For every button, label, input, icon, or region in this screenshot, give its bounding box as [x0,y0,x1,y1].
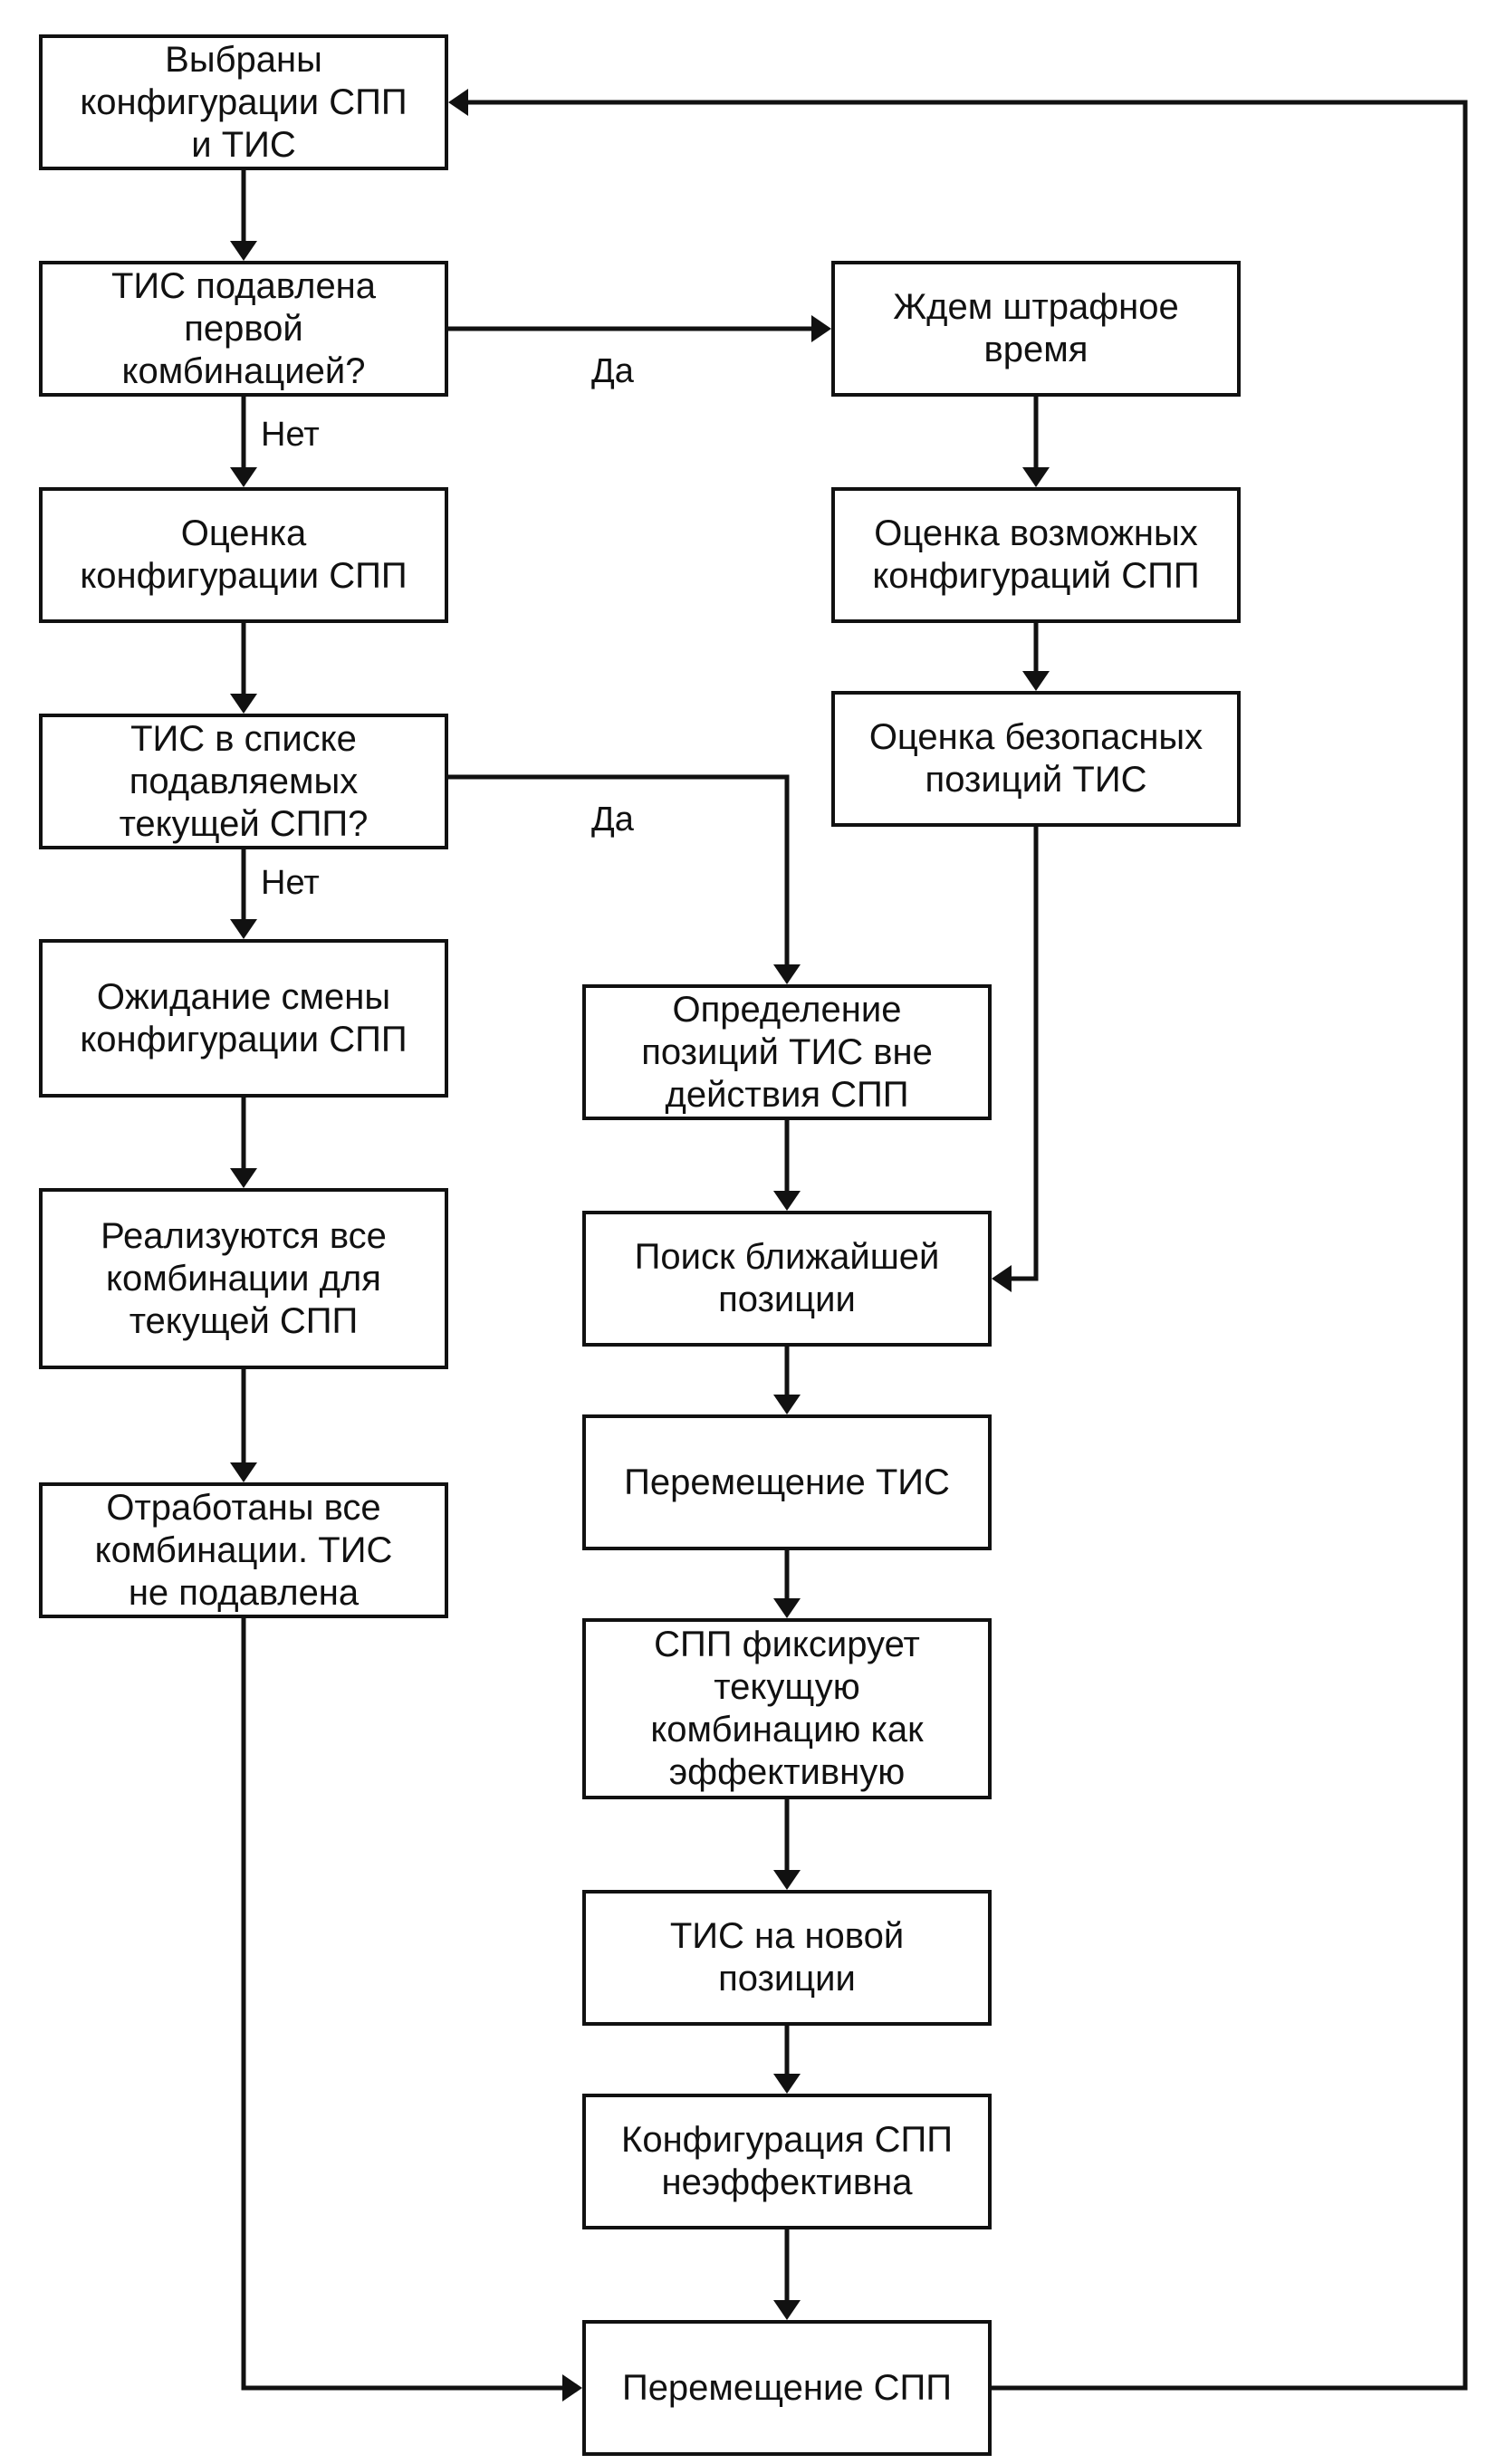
node-move-tis: Перемещение ТИС [582,1414,992,1550]
edge-r3-m2-arrowhead [992,1265,1012,1292]
edge-n1-n2-arrowhead [230,241,257,261]
edge-r3-m2-line [1012,827,1039,1281]
node-move-spp: Перемещение СПП [582,2320,992,2456]
edge-n5-n6-arrowhead [230,1168,257,1188]
node-find-nearest: Поиск ближайшей позиции [582,1211,992,1347]
node-wait-config-change: Ожидание смены конфигурации СПП [39,939,448,1098]
edge-m7-n1-line [468,100,1468,2391]
edge-n7-m7-line [241,1618,562,2391]
node-determine-positions: Определение позиций ТИС вне действия СПП [582,984,992,1120]
node-suppressed-first-combination: ТИС подавлена первой комбинацией? [39,261,448,397]
node-selected-configs: Выбраны конфигурации СПП и ТИС [39,34,448,170]
edge-n4-m1-arrowhead [773,964,801,984]
node-assess-config: Оценка конфигурации СПП [39,487,448,623]
label-yes-1: Да [591,352,634,390]
edge-n2-n3-arrowhead [230,467,257,487]
node-assess-safe-positions: Оценка безопасных позиций ТИС [831,691,1241,827]
edge-n2-r1-arrowhead [811,315,831,342]
node-wait-penalty: Ждем штрафное время [831,261,1241,397]
edge-m7-n1-arrowhead [448,89,468,116]
edge-r1-r2-arrowhead [1022,467,1050,487]
label-yes-2: Да [591,801,634,839]
edge-m2-m3-arrowhead [773,1395,801,1414]
node-spp-fixes-combination: СПП фиксирует текущую комбинацию как эфф… [582,1618,992,1799]
edge-n6-n7-arrowhead [230,1462,257,1482]
edge-n4-n5-arrowhead [230,919,257,939]
node-in-suppression-list: ТИС в списке подавляемых текущей СПП? [39,714,448,849]
node-tis-new-position: ТИС на новой позиции [582,1890,992,2026]
edge-m6-m7-arrowhead [773,2300,801,2320]
edge-m3-m4-arrowhead [773,1598,801,1618]
edge-n4-m1-line [448,774,790,964]
node-combinations-exhausted: Отработаны все комбинации. ТИС не подавл… [39,1482,448,1618]
node-assess-possible-configs: Оценка возможных конфигураций СПП [831,487,1241,623]
edge-m4-m5-arrowhead [773,1870,801,1890]
label-no-1: Нет [261,416,320,454]
node-config-ineffective: Конфигурация СПП неэффективна [582,2094,992,2229]
edge-r2-r3-arrowhead [1022,671,1050,691]
node-all-combinations: Реализуются все комбинации для текущей С… [39,1188,448,1369]
edge-n7-m7-arrowhead [562,2374,582,2402]
edge-n3-n4-arrowhead [230,694,257,714]
edge-m1-m2-arrowhead [773,1191,801,1211]
label-no-2: Нет [261,864,320,902]
edge-m5-m6-arrowhead [773,2074,801,2094]
